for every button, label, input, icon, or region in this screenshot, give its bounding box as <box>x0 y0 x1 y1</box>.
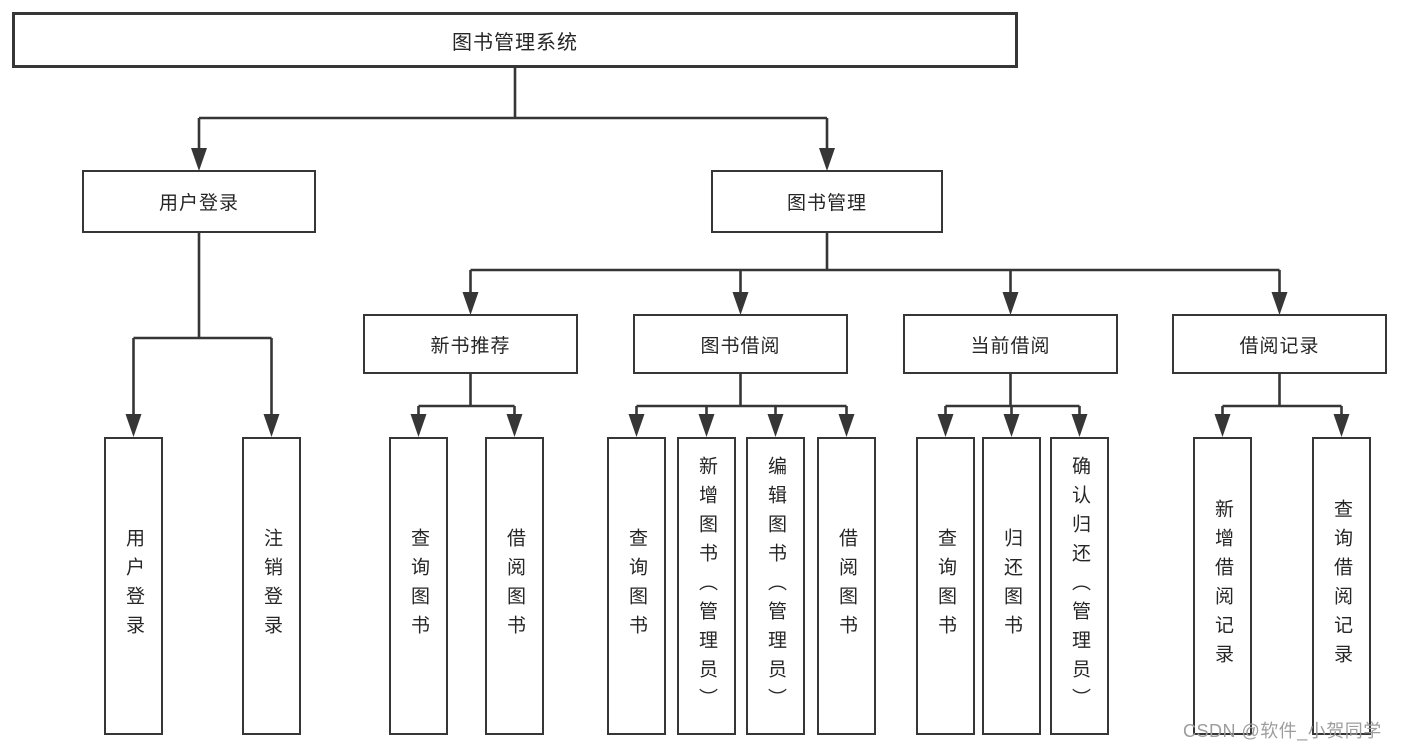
node-label: 图书管理 <box>786 193 867 214</box>
node-label: 借阅记录 <box>1239 335 1320 357</box>
leaf-label: 注销登录 <box>261 528 282 644</box>
node-label: 图书借阅 <box>700 335 781 357</box>
leaf-bb-query-book: 查询图书 <box>607 437 666 735</box>
node-library-management-system: 图书管理系统 <box>12 12 1018 68</box>
node-borrow-records: 借阅记录 <box>1172 314 1387 374</box>
leaf-label: 新增图书（管理员） <box>696 455 717 717</box>
node-label: 图书管理系统 <box>452 31 578 54</box>
leaf-label: 查询图书 <box>408 528 429 644</box>
leaf-bb-edit-book-admin: 编辑图书（管理员） <box>746 437 805 735</box>
node-book-borrow: 图书借阅 <box>633 314 848 374</box>
leaf-label: 归还图书 <box>1001 528 1022 644</box>
leaf-label: 查询图书 <box>626 528 647 644</box>
csdn-watermark: CSDN @软件_小贺同学 <box>1183 721 1382 741</box>
leaf-bb-add-book-admin: 新增图书（管理员） <box>677 437 736 735</box>
leaf-cb-query-book: 查询图书 <box>916 437 975 735</box>
leaf-nb-query-book: 查询图书 <box>389 437 448 735</box>
leaf-label: 编辑图书（管理员） <box>765 455 786 717</box>
leaf-user-login: 用户登录 <box>104 437 163 735</box>
leaf-br-query-record: 查询借阅记录 <box>1312 437 1371 735</box>
leaf-bb-borrow-book: 借阅图书 <box>817 437 876 735</box>
leaf-label: 借阅图书 <box>836 528 857 644</box>
node-new-book-recommend: 新书推荐 <box>363 314 578 374</box>
leaf-label: 借阅图书 <box>504 528 525 644</box>
leaf-label: 新增借阅记录 <box>1212 499 1233 673</box>
node-label: 用户登录 <box>158 193 239 214</box>
leaf-label: 确认归还（管理员） <box>1069 455 1090 717</box>
leaf-label: 查询图书 <box>935 528 956 644</box>
node-label: 新书推荐 <box>430 335 511 357</box>
leaf-label: 用户登录 <box>123 528 144 644</box>
leaf-label: 查询借阅记录 <box>1331 499 1352 673</box>
leaf-cb-confirm-return-admin: 确认归还（管理员） <box>1050 437 1109 735</box>
node-label: 当前借阅 <box>970 335 1051 357</box>
node-current-borrow: 当前借阅 <box>903 314 1118 374</box>
leaf-nb-borrow-book: 借阅图书 <box>485 437 544 735</box>
node-book-management: 图书管理 <box>711 170 943 233</box>
leaf-logout-login: 注销登录 <box>242 437 301 735</box>
leaf-cb-return-book: 归还图书 <box>982 437 1041 735</box>
node-user-login: 用户登录 <box>82 170 316 233</box>
leaf-br-add-record: 新增借阅记录 <box>1193 437 1252 735</box>
